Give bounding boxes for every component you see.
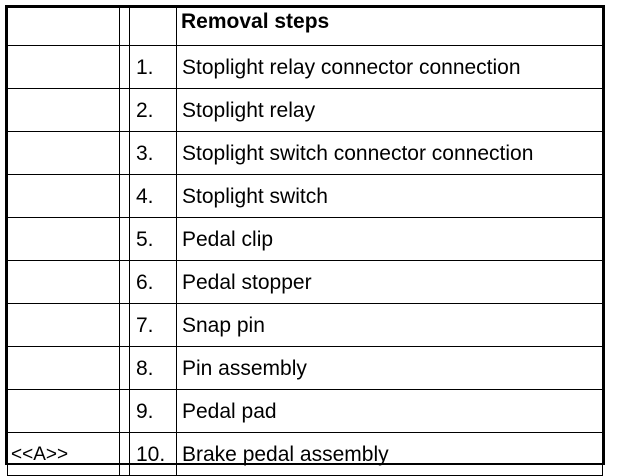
gap-cell — [119, 88, 130, 132]
header-gap-cell — [119, 7, 130, 46]
gap-cell — [119, 174, 130, 218]
gap-cell — [119, 217, 130, 261]
step-number: 7. — [129, 303, 177, 347]
step-note — [7, 131, 120, 175]
gap-cell — [119, 346, 130, 390]
table-row: <<A>> 10. Brake pedal assembly — [7, 432, 603, 476]
gap-cell — [119, 131, 130, 175]
step-number: 8. — [129, 346, 177, 390]
header-note-cell — [7, 7, 120, 46]
step-note — [7, 45, 120, 89]
step-number: 10. — [129, 432, 177, 476]
step-number: 1. — [129, 45, 177, 89]
step-description: Pin assembly — [176, 346, 603, 390]
step-note — [7, 260, 120, 304]
table-row: 4. Stoplight switch — [7, 174, 603, 218]
table-row: 7. Snap pin — [7, 303, 603, 347]
removal-steps-table-frame: Removal steps 1. Stoplight relay connect… — [5, 5, 605, 476]
gap-cell — [119, 260, 130, 304]
step-note — [7, 88, 120, 132]
step-description: Pedal pad — [176, 389, 603, 433]
table-row: 2. Stoplight relay — [7, 88, 603, 132]
step-number: 3. — [129, 131, 177, 175]
step-description: Stoplight relay — [176, 88, 603, 132]
gap-cell — [119, 303, 130, 347]
step-number: 5. — [129, 217, 177, 261]
header-title: Removal steps — [176, 7, 603, 46]
step-number: 9. — [129, 389, 177, 433]
step-description: Stoplight relay connector connection — [176, 45, 603, 89]
table-row: 1. Stoplight relay connector connection — [7, 45, 603, 89]
step-description: Pedal clip — [176, 217, 603, 261]
step-note — [7, 389, 120, 433]
step-number: 6. — [129, 260, 177, 304]
table-row: 5. Pedal clip — [7, 217, 603, 261]
step-note — [7, 174, 120, 218]
gap-cell — [119, 432, 130, 476]
step-description: Stoplight switch — [176, 174, 603, 218]
step-description: Brake pedal assembly — [176, 432, 603, 476]
table-row: 6. Pedal stopper — [7, 260, 603, 304]
step-note — [7, 303, 120, 347]
step-note — [7, 217, 120, 261]
table-row: 3. Stoplight switch connector connection — [7, 131, 603, 175]
step-note — [7, 346, 120, 390]
header-number-cell — [129, 7, 177, 46]
step-description: Pedal stopper — [176, 260, 603, 304]
step-number: 4. — [129, 174, 177, 218]
table-row: 9. Pedal pad — [7, 389, 603, 433]
table-row: 8. Pin assembly — [7, 346, 603, 390]
gap-cell — [119, 389, 130, 433]
gap-cell — [119, 45, 130, 89]
table-header-row: Removal steps — [7, 7, 603, 46]
step-description: Snap pin — [176, 303, 603, 347]
step-description: Stoplight switch connector connection — [176, 131, 603, 175]
step-number: 2. — [129, 88, 177, 132]
step-note: <<A>> — [7, 432, 120, 476]
removal-steps-table: Removal steps 1. Stoplight relay connect… — [7, 7, 603, 476]
